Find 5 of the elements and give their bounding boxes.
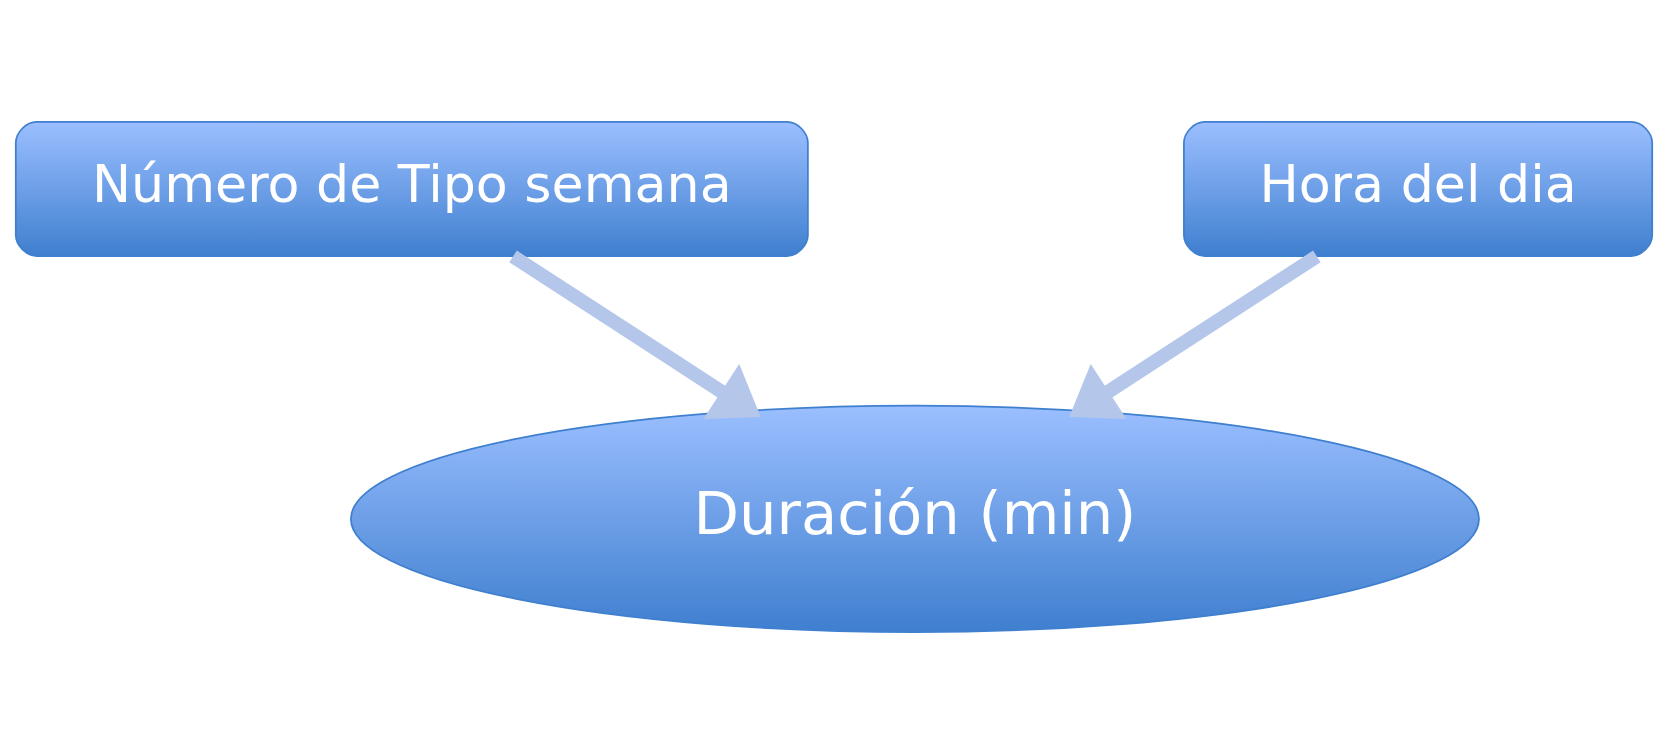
node-box: Hora del dia xyxy=(1183,120,1654,257)
node-ellipse: Duración (min) xyxy=(350,404,1480,633)
node-box: Número de Tipo semana xyxy=(14,120,809,257)
arrow xyxy=(509,250,761,419)
arrow xyxy=(1069,250,1321,419)
